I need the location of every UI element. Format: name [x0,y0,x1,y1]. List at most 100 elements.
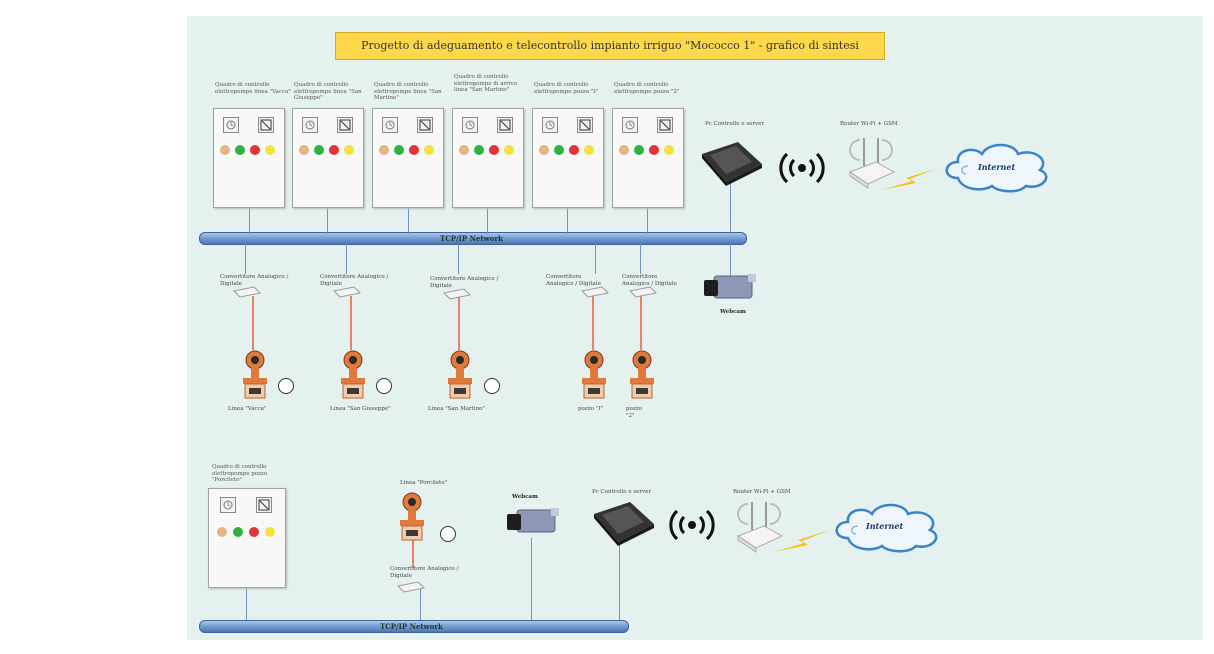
control-panel[interactable] [372,108,444,208]
panel-link [647,206,648,234]
button-beige[interactable] [379,145,389,155]
laptop-icon[interactable] [698,140,764,188]
converter-icon [332,286,362,298]
pressure-gauge-icon [278,378,294,394]
converter-icon [396,581,426,593]
button-red[interactable] [329,145,339,155]
button-yellow[interactable] [265,145,275,155]
control-panel[interactable] [213,108,285,208]
meter-icon [258,117,274,133]
meter-icon [417,117,433,133]
internet-label: Internet [866,521,904,531]
converter-icon [442,288,472,300]
button-green[interactable] [634,145,644,155]
converter-link [245,244,246,274]
control-panel[interactable] [208,488,286,588]
panel-link [249,206,250,234]
meter-icon [337,117,353,133]
internet-cloud-icon[interactable] [938,138,1058,194]
converter-label: Convertitore Analogico / Digitale [220,274,289,287]
button-beige[interactable] [220,145,230,155]
clock-icon [542,117,558,133]
button-yellow[interactable] [344,145,354,155]
button-red[interactable] [250,145,260,155]
panel-link [487,206,488,234]
pc-link [730,182,731,234]
network-bus-bottom [199,620,629,633]
converter-icon [628,286,658,298]
meter-icon [577,117,593,133]
button-red[interactable] [649,145,659,155]
button-beige[interactable] [459,145,469,155]
button-yellow[interactable] [504,145,514,155]
converter-link [420,586,421,620]
clock-icon [622,117,638,133]
network-bus-bottom-label: TCP/IP Network [380,622,443,631]
panel-caption: Quadro di controllo elettropompe linea "… [215,82,291,95]
pc-link [619,540,620,620]
panel-link [327,206,328,234]
signal-line [412,540,414,568]
button-green[interactable] [394,145,404,155]
panel-caption: Quadro di controllo elettropompe pozzo "… [614,82,680,95]
lightning-icon [882,168,938,190]
control-panel[interactable] [612,108,684,208]
flowmeter-icon[interactable] [339,348,367,402]
meter-label: Linea "San Martino" [428,406,485,412]
button-beige[interactable] [217,527,227,537]
button-red[interactable] [569,145,579,155]
router-icon[interactable] [734,496,786,554]
control-panel[interactable] [452,108,524,208]
flowmeter-icon[interactable] [446,348,474,402]
converter-label: Convertitore Analogico / Digitale [546,274,601,287]
button-yellow[interactable] [265,527,275,537]
laptop-icon[interactable] [590,500,656,548]
button-red[interactable] [489,145,499,155]
pc-label: Pc Controllo e server [705,121,765,127]
button-beige[interactable] [299,145,309,155]
panel-caption: Quadro di controllo elettropompe pozzo "… [534,82,599,95]
panel-caption: Quadro di controllo elettropompe linea "… [294,82,362,101]
converter-link [458,244,459,274]
panel-caption: Quadro di controllo elettropompe pozzo "… [212,464,268,483]
internet-cloud-icon[interactable] [828,498,948,554]
button-yellow[interactable] [424,145,434,155]
converter-link [595,244,596,274]
converter-label: Convertitore Analogico / Digitale [430,276,499,289]
button-yellow[interactable] [584,145,594,155]
wireless-icon [779,152,825,184]
control-panel[interactable] [532,108,604,208]
clock-icon [462,117,478,133]
button-green[interactable] [314,145,324,155]
button-yellow[interactable] [664,145,674,155]
panel-link [408,206,409,234]
converter-link [640,244,641,274]
flowmeter-icon[interactable] [580,348,608,402]
button-red[interactable] [409,145,419,155]
lightning-icon [774,530,830,552]
button-green[interactable] [554,145,564,155]
router-icon[interactable] [846,132,898,190]
pressure-gauge-icon [440,526,456,542]
clock-icon [220,497,236,513]
button-beige[interactable] [619,145,629,155]
converter-label: Convertitore Analogico / Digitale [622,274,677,287]
webcam-label: Webcam [512,494,538,500]
button-beige[interactable] [539,145,549,155]
control-panel[interactable] [292,108,364,208]
button-red[interactable] [249,527,259,537]
button-green[interactable] [474,145,484,155]
flowmeter-icon[interactable] [398,490,426,544]
webcam-icon[interactable] [702,270,758,308]
router-label: Router Wi-Fi + GSM [733,489,791,495]
button-green[interactable] [233,527,243,537]
webcam-icon[interactable] [505,504,561,542]
flowmeter-icon[interactable] [241,348,269,402]
meter-label: Linea "Vacca" [228,406,267,412]
flowmeter-icon[interactable] [628,348,656,402]
clock-icon [223,117,239,133]
meter-label: pozzo "2" [626,406,642,419]
pressure-gauge-icon [376,378,392,394]
converter-label: Convertitore Analogico / Digitale [320,274,389,287]
button-green[interactable] [235,145,245,155]
